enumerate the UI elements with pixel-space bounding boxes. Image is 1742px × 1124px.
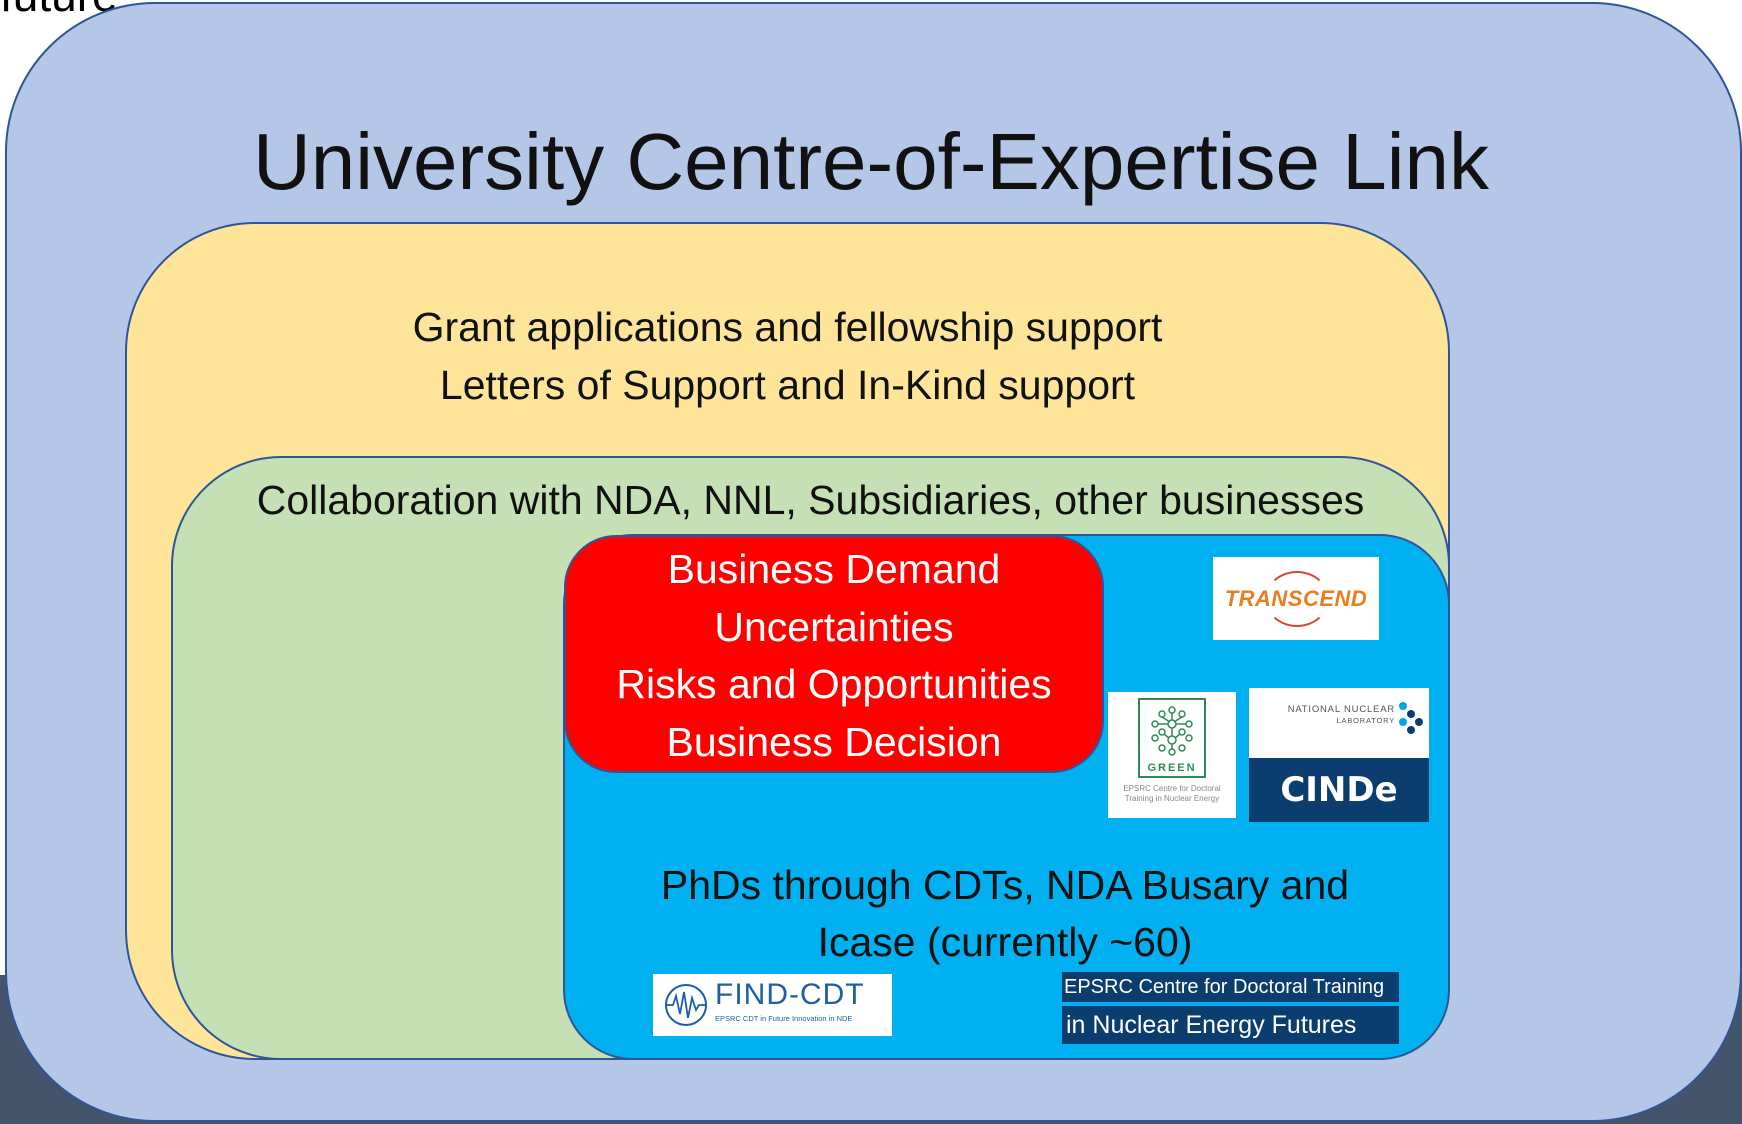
business-line-1: Business Demand	[667, 546, 1001, 592]
nnl-name: NATIONAL NUCLEAR LABORATORY	[1257, 704, 1395, 726]
nnl-dots-icon	[1399, 702, 1423, 734]
business-line-4: Business Decision	[666, 718, 1002, 765]
green-caption: EPSRC Centre for Doctoral Training in Nu…	[1123, 784, 1221, 803]
cinde-wordmark: CINDe	[1280, 770, 1398, 810]
epsrc-nef-logo: EPSRC Centre for Doctoral Training in Nu…	[1062, 972, 1399, 1044]
business-line-2: Uncertainties	[714, 603, 954, 650]
find-subtitle: EPSRC CDT in Future Innovation in NDE	[715, 1014, 853, 1023]
business-panel	[564, 535, 1104, 773]
green-frame	[1138, 698, 1206, 778]
epsrc-line-1: EPSRC Centre for Doctoral Training	[1062, 972, 1399, 1002]
transcend-ring-icon	[1265, 571, 1329, 627]
collaboration-label: Collaboration with NDA, NNL, Subsidiarie…	[256, 477, 1365, 523]
grant-line-1: Grant applications and fellowship suppor…	[412, 304, 1163, 350]
business-text: Business Demand Uncertainties Risks and …	[564, 541, 1104, 771]
nnl-name-line-1: NATIONAL NUCLEAR	[1287, 704, 1395, 715]
phd-line-1: PhDs through CDTs, NDA Busary and	[660, 862, 1350, 908]
waveform-icon	[665, 984, 707, 1026]
nnl-name-line-2: LABORATORY	[1336, 716, 1395, 725]
nnl-cinde-logo: NATIONAL NUCLEAR LABORATORY CINDe	[1249, 688, 1429, 822]
epsrc-line-2: in Nuclear Energy Futures	[1062, 1006, 1399, 1044]
grant-line-2: Letters of Support and In-Kind support	[439, 362, 1136, 408]
phd-line-2: Icase (currently ~60)	[817, 919, 1193, 965]
network-icon	[1151, 706, 1193, 756]
find-cdt-logo: FIND-CDT EPSRC CDT in Future Innovation …	[653, 974, 892, 1036]
green-wordmark: GREEN	[1147, 762, 1197, 774]
cinde-banner: CINDe	[1249, 758, 1429, 822]
business-line-3: Risks and Opportunities	[616, 661, 1052, 707]
green-cdt-logo: GREEN EPSRC Centre for Doctoral Training…	[1108, 692, 1236, 818]
transcend-logo: TRANSCEND	[1213, 557, 1379, 640]
find-wordmark: FIND-CDT	[715, 978, 865, 1011]
nnl-header: NATIONAL NUCLEAR LABORATORY	[1249, 688, 1429, 756]
cut-off-heading: future	[0, 0, 118, 18]
phd-text: PhDs through CDTs, NDA Busary and Icase …	[620, 857, 1390, 971]
grant-text: Grant applications and fellowship suppor…	[260, 298, 1315, 414]
diagram-title: University Centre-of-Expertise Link	[253, 117, 1489, 206]
transcend-wordmark: TRANSCEND	[1224, 585, 1368, 611]
